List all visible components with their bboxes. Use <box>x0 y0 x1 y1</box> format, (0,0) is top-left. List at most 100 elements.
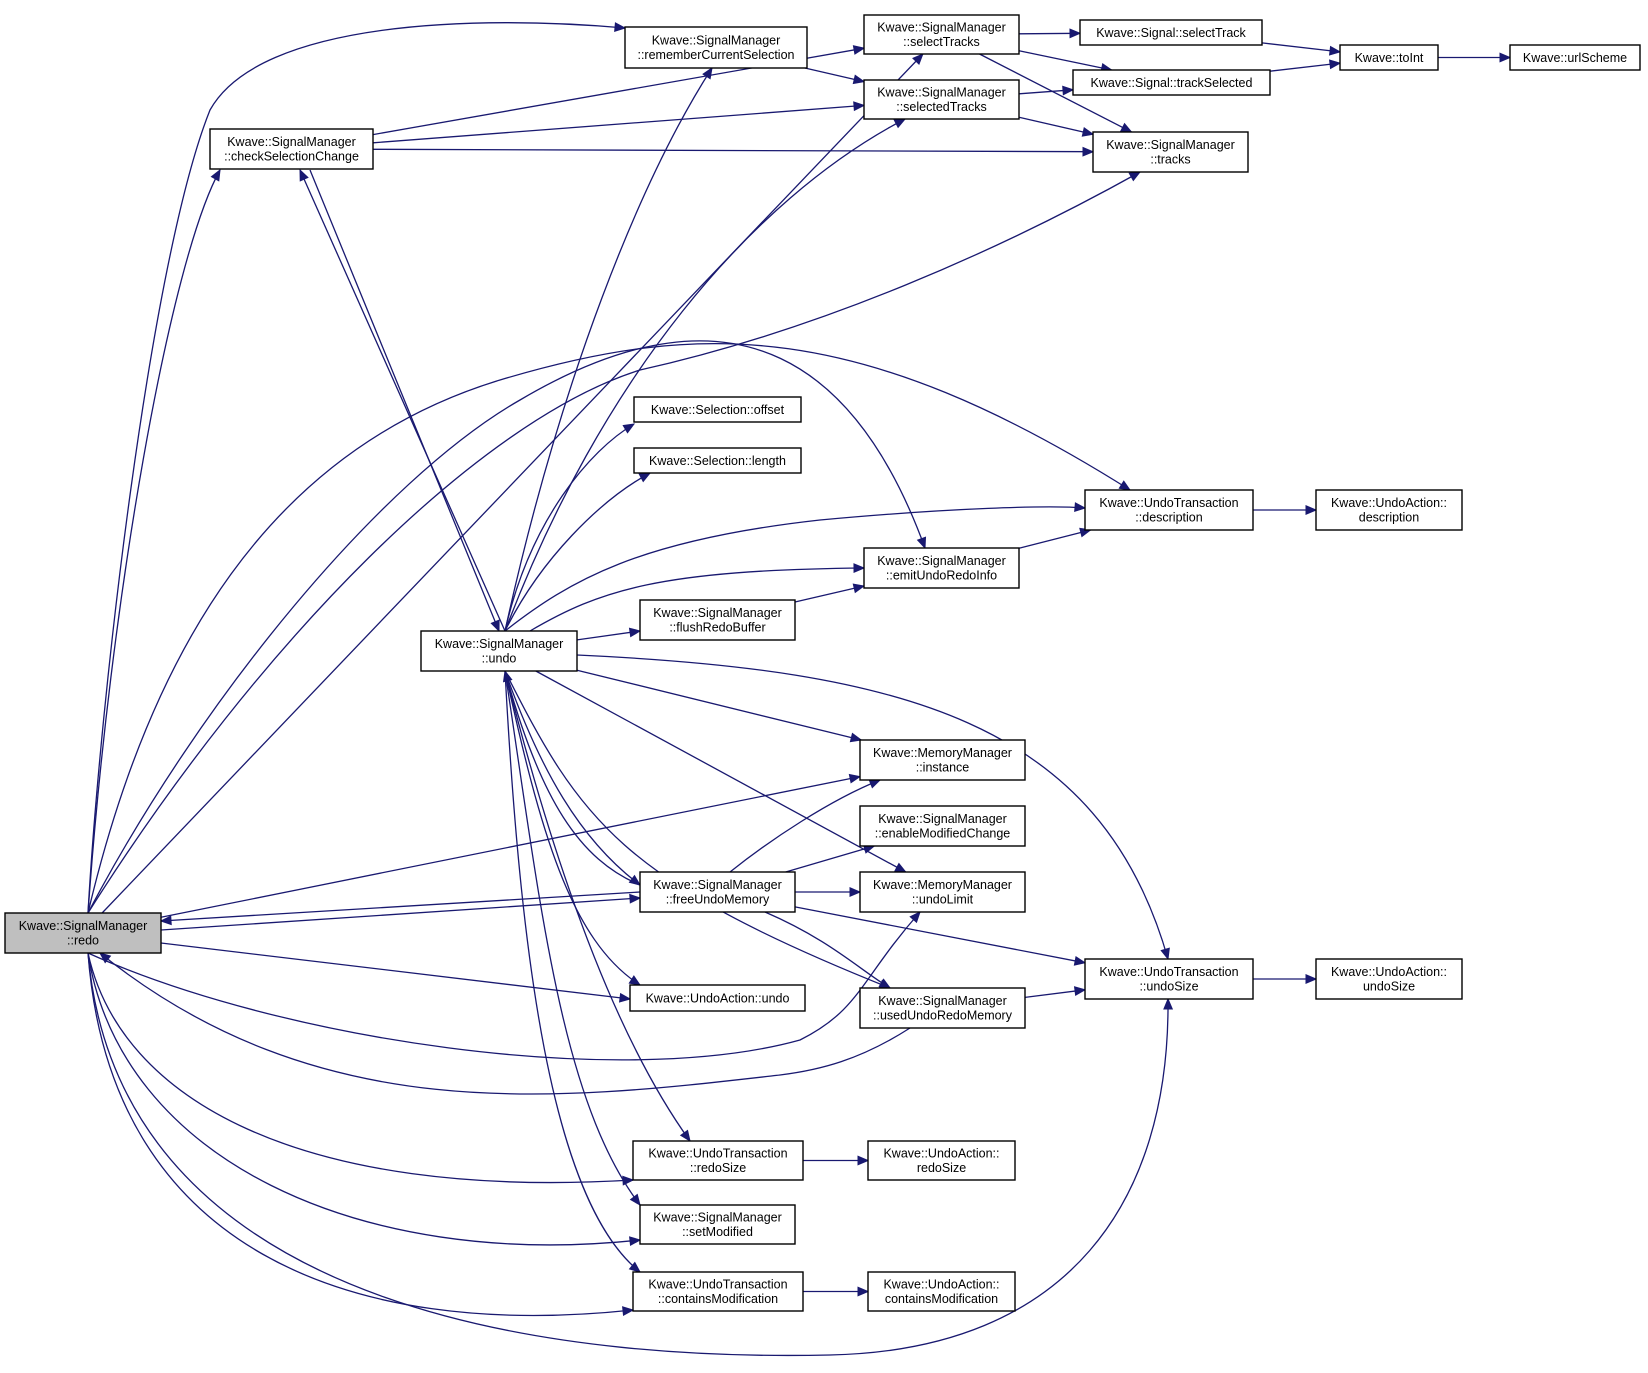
edge-line <box>504 506 1086 632</box>
call-edge-redo-to-utUndoSize <box>87 952 1174 1357</box>
edge-line <box>785 845 875 873</box>
node-toInt[interactable]: Kwave::toInt <box>1339 44 1439 71</box>
node-label-line: Kwave::SignalManager <box>877 86 1006 100</box>
edge-line <box>99 952 911 1095</box>
edge-arrowhead <box>299 168 309 182</box>
call-edge-selectTracks-to-signalSelectTrack <box>1018 28 1082 39</box>
node-mmUndoLimit[interactable]: Kwave::MemoryManager::undoLimit <box>859 871 1026 913</box>
edge-arrowhead <box>852 45 866 55</box>
call-edge-undo-to-emitUndoRedoInfo <box>529 563 866 632</box>
edge-arrowhead <box>1305 505 1318 515</box>
call-edge-utContainsModification-to-uaContainsModification <box>803 1286 870 1297</box>
call-nodes: Kwave::SignalManager::redoKwave::SignalM… <box>4 14 1641 1312</box>
node-box <box>859 871 1026 913</box>
node-usedUndoRedoMemory[interactable]: Kwave::SignalManager::usedUndoRedoMemory <box>859 987 1026 1029</box>
call-edge-undo-to-rememberCurrentSelection <box>504 66 713 632</box>
node-box <box>639 599 796 641</box>
node-redo[interactable]: Kwave::SignalManager::redo <box>4 912 162 954</box>
edge-arrowhead <box>638 472 652 483</box>
edge-line <box>576 654 1169 960</box>
node-urlScheme[interactable]: Kwave::urlScheme <box>1509 44 1641 71</box>
node-label-line: ::redoSize <box>690 1161 746 1175</box>
node-checkSelectionChange[interactable]: Kwave::SignalManager::checkSelectionChan… <box>209 128 374 170</box>
node-signalSelectTrack[interactable]: Kwave::Signal::selectTrack <box>1079 19 1263 46</box>
node-label-line: Kwave::SignalManager <box>877 554 1006 568</box>
node-uaUndoSize[interactable]: Kwave::UndoAction::undoSize <box>1315 958 1463 1000</box>
edge-line <box>764 911 891 989</box>
edge-line <box>576 669 862 741</box>
call-edge-freeUndoMemory-to-undo <box>502 669 641 886</box>
call-edge-freeUndoMemory-to-enableModifiedChange <box>785 844 876 873</box>
call-edge-redo-to-freeUndoMemory <box>160 893 642 931</box>
edge-arrowhead <box>1128 171 1142 182</box>
node-uaDescription[interactable]: Kwave::UndoAction::description <box>1315 489 1463 531</box>
node-uaContainsModification[interactable]: Kwave::UndoAction::containsModification <box>867 1271 1016 1312</box>
node-uaRedoSize[interactable]: Kwave::UndoAction::redoSize <box>867 1140 1016 1181</box>
edge-arrowhead <box>1082 146 1095 157</box>
edge-arrowhead <box>853 101 866 112</box>
edge-arrowhead <box>702 66 713 80</box>
node-emitUndoRedoInfo[interactable]: Kwave::SignalManager::emitUndoRedoInfo <box>863 547 1020 589</box>
node-enableModifiedChange[interactable]: Kwave::SignalManager::enableModifiedChan… <box>859 805 1026 847</box>
node-signalTrackSelected[interactable]: Kwave::Signal::trackSelected <box>1072 69 1271 96</box>
node-label-line: Kwave::UndoAction::undo <box>646 991 790 1005</box>
edge-line <box>87 952 634 1317</box>
node-box <box>859 805 1026 847</box>
node-rememberCurrentSelection[interactable]: Kwave::SignalManager::rememberCurrentSel… <box>624 26 808 69</box>
node-mmInstance[interactable]: Kwave::MemoryManager::instance <box>859 739 1026 781</box>
call-edge-freeUndoMemory-to-utUndoSize <box>794 906 1087 966</box>
edge-line <box>87 22 626 914</box>
node-utRedoSize[interactable]: Kwave::UndoTransaction::redoSize <box>632 1140 804 1181</box>
edge-arrowhead <box>1305 974 1318 984</box>
call-edge-undo-to-utRedoSize <box>504 670 691 1143</box>
node-box <box>420 630 578 672</box>
call-edge-checkSelectionChange-to-undo <box>309 169 500 633</box>
node-selOffset[interactable]: Kwave::Selection::offset <box>633 396 802 423</box>
node-utUndoSize[interactable]: Kwave::UndoTransaction::undoSize <box>1084 958 1254 1000</box>
node-selectTracks[interactable]: Kwave::SignalManager::selectTracks <box>863 14 1020 55</box>
node-box <box>1084 958 1254 1000</box>
node-label-line: Kwave::UndoTransaction <box>1099 496 1238 510</box>
node-label-line: ::flushRedoBuffer <box>669 621 765 635</box>
call-edge-rememberCurrentSelection-to-selectedTracks <box>804 67 866 85</box>
node-label-line: Kwave::SignalManager <box>1106 138 1235 152</box>
node-box <box>1315 489 1463 531</box>
node-setModified[interactable]: Kwave::SignalManager::setModified <box>639 1204 796 1245</box>
edge-arrowhead <box>98 952 112 964</box>
node-box <box>1092 131 1249 173</box>
edge-arrowhead <box>912 53 924 66</box>
edge-line <box>504 670 641 886</box>
edge-arrowhead <box>1160 947 1170 961</box>
node-box <box>632 1271 804 1312</box>
node-label-line: ::emitUndoRedoInfo <box>886 569 997 583</box>
edge-line <box>504 670 641 1206</box>
node-selectedTracks[interactable]: Kwave::SignalManager::selectedTracks <box>863 79 1020 120</box>
call-edge-undo-to-checkSelectionChange <box>299 168 506 632</box>
edge-arrowhead <box>893 118 907 129</box>
edge-arrowhead <box>853 563 866 574</box>
call-edge-freeUndoMemory-to-usedUndoRedoMemory <box>764 911 892 989</box>
node-uaUndo[interactable]: Kwave::UndoAction::undo <box>629 984 806 1012</box>
node-selLength[interactable]: Kwave::Selection::length <box>633 447 802 474</box>
node-label-line: Kwave::SignalManager <box>653 1211 782 1225</box>
node-flushRedoBuffer[interactable]: Kwave::SignalManager::flushRedoBuffer <box>639 599 796 641</box>
node-label-line: containsModification <box>885 1292 998 1306</box>
call-edge-flushRedoBuffer-to-emitUndoRedoInfo <box>794 583 866 603</box>
node-box <box>633 447 802 474</box>
node-utContainsModification[interactable]: Kwave::UndoTransaction::containsModifica… <box>632 1271 804 1312</box>
node-freeUndoMemory[interactable]: Kwave::SignalManager::freeUndoMemory <box>639 871 796 913</box>
node-label-line: undoSize <box>1363 980 1415 994</box>
edge-line <box>87 952 641 1246</box>
node-utDescription[interactable]: Kwave::UndoTransaction::description <box>1084 489 1254 531</box>
call-edges <box>87 22 1512 1357</box>
edge-arrowhead <box>490 619 500 633</box>
node-box <box>629 984 806 1012</box>
edge-arrowhead <box>849 732 863 743</box>
node-label-line: ::description <box>1135 511 1202 525</box>
edge-line <box>504 67 713 632</box>
node-label-line: ::enableModifiedChange <box>875 827 1011 841</box>
node-label-line: Kwave::MemoryManager <box>873 746 1012 760</box>
node-tracks[interactable]: Kwave::SignalManager::tracks <box>1092 131 1249 173</box>
node-undo[interactable]: Kwave::SignalManager::undo <box>420 630 578 672</box>
call-edge-redo-to-utContainsModification <box>87 952 635 1317</box>
